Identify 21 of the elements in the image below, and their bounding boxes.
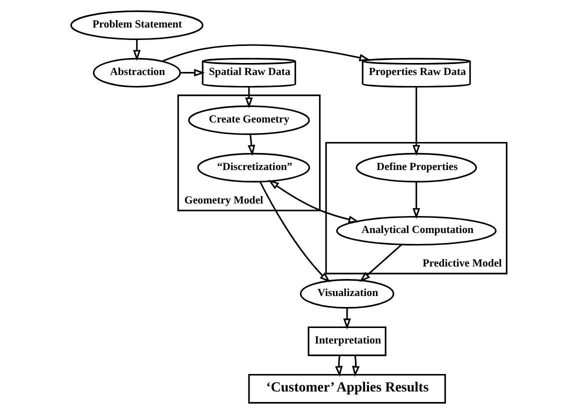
arrow [259,181,330,282]
node-ellipse: Define Properties [356,152,477,182]
node-ellipse: Abstraction [92,58,181,88]
arrow [335,355,343,377]
arrow [352,355,360,377]
arrow [268,180,360,224]
node-box: ‘Customer’ Applies Results [248,374,446,404]
arrow [133,39,141,61]
node-ellipse: Visualization [300,279,394,309]
arrow [412,182,420,219]
node-box: Interpretation [308,326,386,356]
node-ellipse: Create Geometry [188,105,310,135]
node-ellipse: Problem Statement [70,10,204,40]
node-ellipse: “Discretization” [197,152,310,182]
arrow [245,86,253,108]
arrow [248,134,256,156]
arrow [360,244,402,282]
arrow [180,68,205,77]
arrow [162,44,370,62]
arrow [343,308,351,330]
arrow [412,86,420,156]
